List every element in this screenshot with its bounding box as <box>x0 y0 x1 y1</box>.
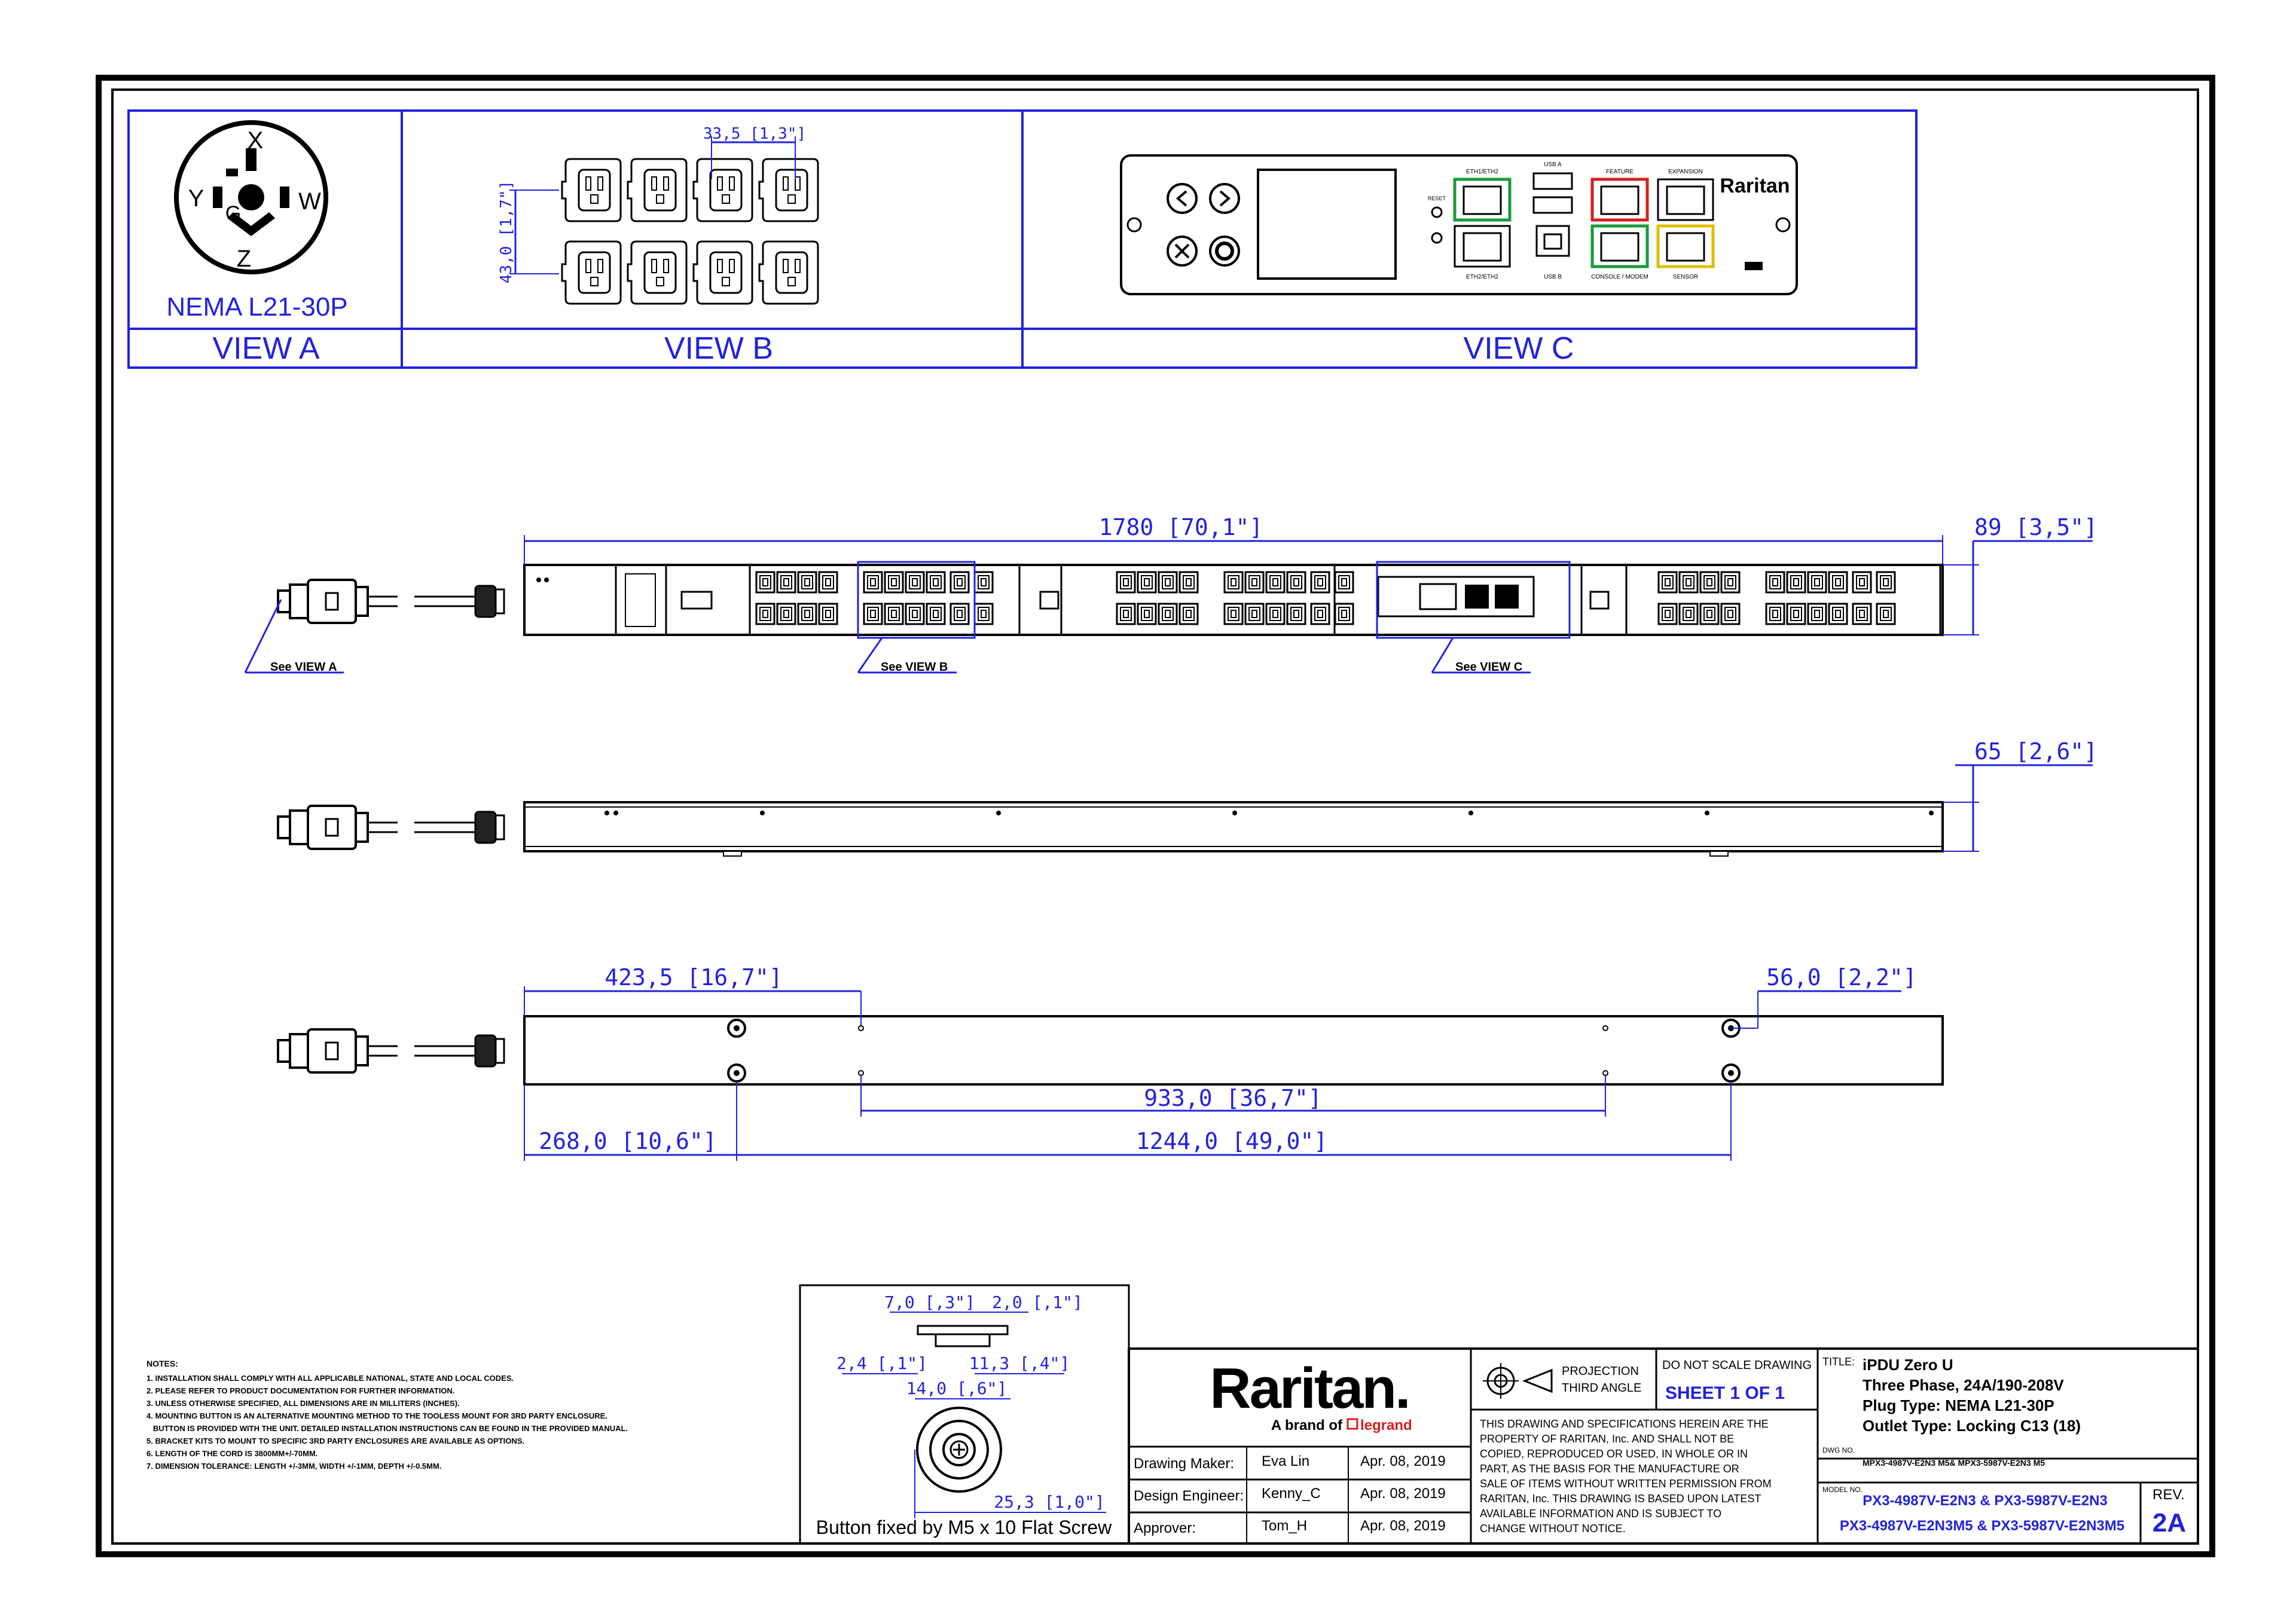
dim-268: 268,0 [10,6"] <box>539 1128 716 1154</box>
title-block: Raritan. A brand of legrand Drawing Make… <box>1128 1347 2199 1545</box>
title-label: TITLE: <box>1822 1356 1855 1368</box>
third-angle-projection-icon <box>1483 1363 1553 1399</box>
feature-label: FEATURE <box>1606 169 1634 175</box>
view-b: 33,5 [1,3"] 43,0 [1,7"] VIEW B <box>497 125 819 366</box>
dwg-label: DWG NO. <box>1822 1446 1855 1454</box>
side-view: 65 [2,6"] <box>277 738 2097 857</box>
see-view-b-callout: See VIEW B <box>881 661 948 674</box>
role-design-engineer: Design Engineer: <box>1134 1488 1244 1504</box>
view-b-height-dim: 43,0 [1,7"] <box>497 181 515 283</box>
dim-56: 56,0 [2,2"] <box>1766 964 1917 991</box>
raritan-logo: Raritan. <box>1210 1356 1409 1420</box>
view-b-label: VIEW B <box>664 331 773 366</box>
role-drawing-maker: Drawing Maker: <box>1134 1456 1234 1472</box>
name-drawing-maker: Eva Lin <box>1262 1453 1309 1469</box>
note-line-7: 6. LENGTH OF THE CORD IS 3800MM+/-70MM. <box>146 1449 317 1458</box>
view-c-label: VIEW C <box>1464 331 1574 366</box>
disclaimer-line-2: PROPERTY OF RARITAN, Inc. AND SHALL NOT … <box>1480 1433 1734 1445</box>
legrand-icon <box>1347 1418 1358 1430</box>
dim-11-3: 11,3 [,4"] <box>969 1353 1070 1373</box>
do-not-scale-label: DO NOT SCALE DRAWING <box>1662 1359 1812 1372</box>
projection-label: PROJECTION <box>1562 1365 1639 1378</box>
note-line-8: 7. DIMENSION TOLERANCE: LENGTH +/-3MM, W… <box>146 1462 441 1471</box>
view-c-brand: Raritan <box>1720 175 1790 197</box>
length-dim: 1780 [70,1"] <box>1099 514 1263 540</box>
note-line-6: 5. BRACKET KITS TO MOUNT TO SPECIFIC 3RD… <box>146 1436 524 1445</box>
title-line-3: Plug Type: NEMA L21-30P <box>1863 1396 2054 1414</box>
eth-label: ETH1/ETH2 <box>1466 169 1498 175</box>
title-line-1: iPDU Zero U <box>1863 1356 1953 1374</box>
disclaimer-line-1: THIS DRAWING AND SPECIFICATIONS HEREIN A… <box>1480 1418 1769 1430</box>
pin-x-label: X <box>248 127 264 154</box>
model-line-2: PX3-4987V-E2N3M5 & PX3-5987V-E2N3M5 <box>1840 1518 2124 1534</box>
disclaimer-line-4: PART, AS THE BASIS FOR THE MANUFACTURE O… <box>1480 1463 1739 1475</box>
model-line-1: PX3-4987V-E2N3 & PX3-5987V-E2N3 <box>1863 1493 2108 1509</box>
width-dim: 89 [3,5"] <box>1974 514 2097 540</box>
pin-w-label: W <box>298 188 321 215</box>
dim-7: 7,0 [,3"] <box>884 1292 975 1312</box>
console-label: CONSOLE / MODEM <box>1591 274 1648 280</box>
view-a-label: VIEW A <box>212 331 319 366</box>
view-b-width-dim: 33,5 [1,3"] <box>703 125 806 143</box>
dwg-number: MPX3-4987V-E2N3 M5& MPX3-5987V-E2N3 M5 <box>1863 1458 2045 1468</box>
rear-view: 423,5 [16,7"] 56,0 [2,2"] 933,0 [36,7"] … <box>277 964 1944 1161</box>
note-line-4: 4. MOUNTING BUTTON IS AN ALTERNATIVE MOU… <box>146 1411 607 1420</box>
disclaimer-line-7: AVAILABLE INFORMATION AND IS SUBJECT TO <box>1480 1508 1721 1520</box>
view-c: RESET ETH1/ETH2 ETH2/ETH2 USB A USB B FE… <box>1120 154 1798 366</box>
dim-1244: 1244,0 [49,0"] <box>1136 1128 1327 1154</box>
name-approver: Tom_H <box>1262 1518 1307 1534</box>
usb-b-label: USB B <box>1544 274 1562 280</box>
notes-block: NOTES: 1. INSTALLATION SHALL COMPLY WITH… <box>146 1359 628 1471</box>
role-approver: Approver: <box>1134 1520 1196 1536</box>
date-approver: Apr. 08, 2019 <box>1360 1518 1446 1534</box>
see-view-c-callout: See VIEW C <box>1455 661 1522 674</box>
disclaimer-line-5: SALE OF ITEMS WITHOUT WRITTEN PERMISSION… <box>1480 1478 1772 1490</box>
third-angle-label: THIRD ANGLE <box>1562 1381 1641 1395</box>
plug-type-label: NEMA L21-30P <box>166 292 347 322</box>
depth-dim: 65 [2,6"] <box>1974 738 2097 765</box>
rev-label: REV. <box>2152 1487 2185 1503</box>
outer-frame <box>96 75 2215 1557</box>
dim-423: 423,5 [16,7"] <box>604 964 782 991</box>
notes-title: NOTES: <box>146 1359 178 1368</box>
note-line-1: 1. INSTALLATION SHALL COMPLY WITH ALL AP… <box>146 1374 514 1383</box>
pin-z-label: Z <box>237 246 251 272</box>
pin-y-label: Y <box>188 185 204 212</box>
see-view-a-callout: See VIEW A <box>270 661 337 674</box>
date-design-engineer: Apr. 08, 2019 <box>1360 1486 1446 1502</box>
disclaimer-line-3: COPIED, REPRODUCED OR USED, IN WHOLE OR … <box>1480 1448 1748 1460</box>
button-detail-caption: Button fixed by M5 x 10 Flat Screw <box>816 1517 1112 1538</box>
sheet-label: SHEET 1 OF 1 <box>1665 1383 1785 1403</box>
views-panel: X Y W G Z NEMA L21-30P VIEW A 33,5 [1,3"… <box>127 109 1918 369</box>
dim-25-3: 25,3 [1,0"] <box>994 1492 1104 1512</box>
expansion-label: EXPANSION <box>1668 169 1703 175</box>
note-line-3: 3. UNLESS OTHERWISE SPECIFIED, ALL DIMEN… <box>146 1399 460 1408</box>
front-view: See VIEW A See VIEW B See VIEW C 1780 [7… <box>244 514 2097 674</box>
dim-2: 2,0 [,1"] <box>992 1292 1083 1312</box>
dim-2-4: 2,4 [,1"] <box>836 1353 927 1373</box>
eth2-label: ETH2/ETH2 <box>1466 274 1498 280</box>
pin-g-label: G <box>225 202 241 225</box>
view-a: X Y W G Z NEMA L21-30P VIEW A <box>166 120 348 366</box>
brand-line: A brand of <box>1271 1417 1343 1434</box>
rev-value: 2A <box>2152 1508 2186 1538</box>
title-line-4: Outlet Type: Locking C13 (18) <box>1863 1417 2081 1435</box>
title-line-2: Three Phase, 24A/190-208V <box>1863 1376 2064 1394</box>
button-detail: 7,0 [,3"] 2,0 [,1"] 2,4 [,1"] 11,3 [,4"]… <box>799 1284 1130 1545</box>
disclaimer-line-6: RARITAN, Inc. THIS DRAWING IS BASED UPON… <box>1480 1493 1761 1505</box>
note-line-2: 2. PLEASE REFER TO PRODUCT DOCUMENTATION… <box>146 1386 454 1395</box>
model-label: MODEL NO. <box>1822 1486 1863 1494</box>
name-design-engineer: Kenny_C <box>1262 1486 1321 1502</box>
usb-a-label: USB A <box>1544 161 1562 168</box>
disclaimer-line-8: CHANGE WITHOUT NOTICE. <box>1480 1523 1626 1535</box>
legrand-brand: legrand <box>1360 1417 1412 1434</box>
dim-14: 14,0 [,6"] <box>906 1379 1007 1398</box>
reset-label: RESET <box>1428 195 1446 201</box>
dim-933: 933,0 [36,7"] <box>1144 1085 1321 1111</box>
date-drawing-maker: Apr. 08, 2019 <box>1360 1453 1446 1469</box>
sensor-label: SENSOR <box>1673 274 1698 280</box>
note-line-5: BUTTON IS PROVIDED WITH THE UNIT. DETAIL… <box>146 1424 628 1433</box>
